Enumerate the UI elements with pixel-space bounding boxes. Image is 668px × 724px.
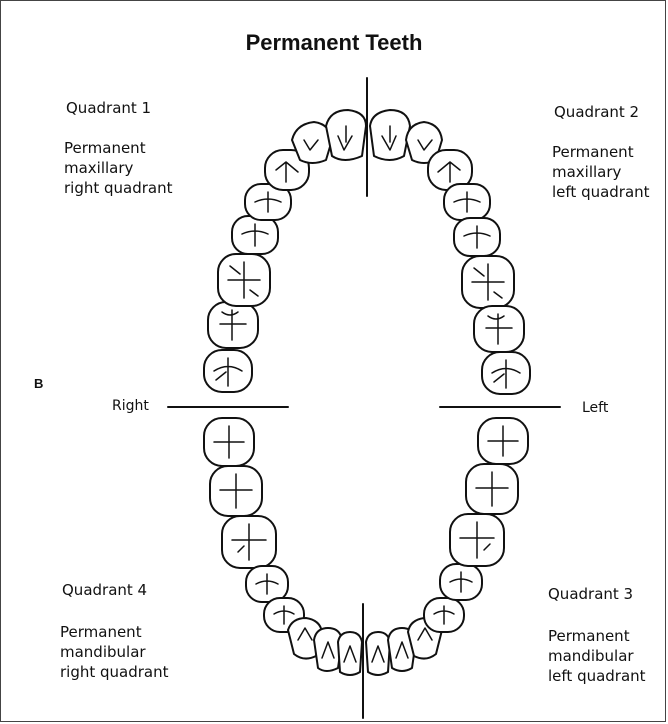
mandibular-right-first-molar (222, 516, 276, 568)
mandibular-right-central-incisor (338, 632, 362, 675)
maxillary-left-second-molar (474, 306, 524, 352)
maxillary-right-third-molar (204, 350, 252, 392)
maxillary-left-third-molar (482, 352, 530, 394)
maxillary-left-first-premolar (444, 184, 490, 220)
mandibular-right-second-premolar (246, 566, 288, 602)
maxillary-right-first-molar (218, 254, 270, 306)
mandibular-left-second-molar (466, 464, 518, 514)
mandibular-left-first-molar (450, 514, 504, 566)
mandibular-left-third-molar (478, 418, 528, 464)
mandibular-left-central-incisor (366, 632, 390, 675)
mandibular-left-first-premolar (424, 598, 464, 632)
maxillary-right-second-molar (208, 302, 258, 348)
maxillary-left-second-premolar (454, 218, 500, 256)
maxillary-right-second-premolar (232, 216, 278, 254)
maxillary-right-central-incisor (326, 110, 366, 160)
maxillary-left-central-incisor (370, 110, 410, 160)
mandibular-right-third-molar (204, 418, 254, 466)
mandibular-right-second-molar (210, 466, 262, 516)
maxillary-left-first-molar (462, 256, 514, 308)
mandibular-left-second-premolar (440, 564, 482, 600)
